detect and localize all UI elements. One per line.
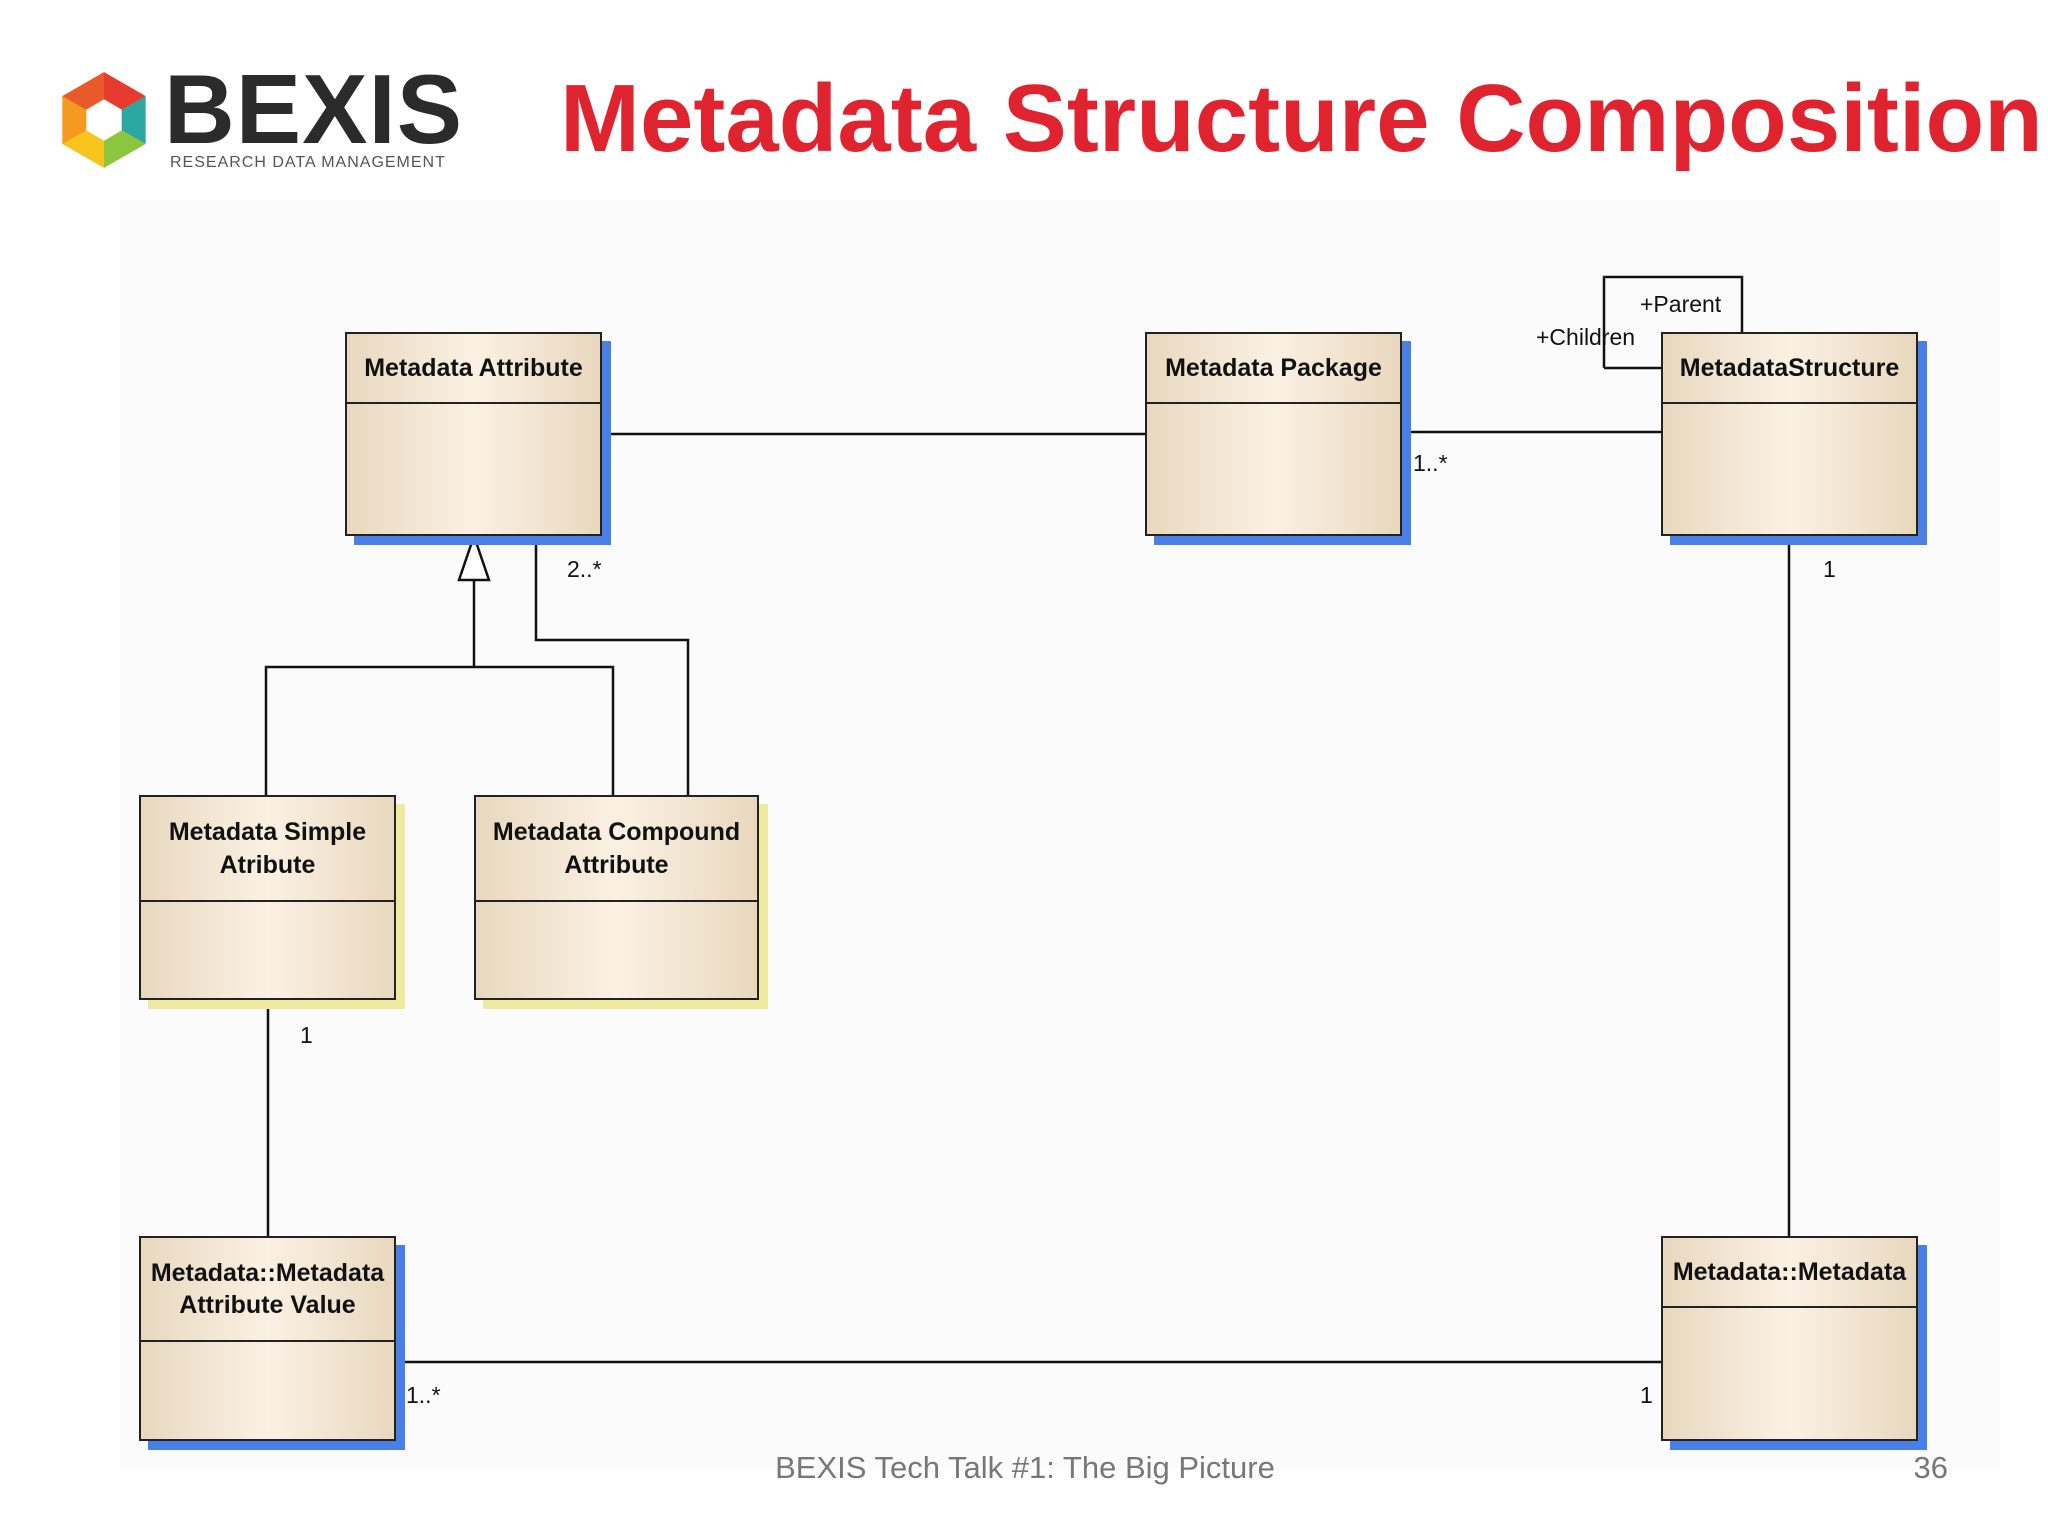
logo-wordmark: BEXIS bbox=[164, 54, 464, 164]
slide-title: Metadata Structure Composition bbox=[560, 65, 2043, 172]
class-name: Metadata::Metadata Attribute Value bbox=[141, 1238, 394, 1342]
class-metadata-package[interactable]: Metadata Package bbox=[1145, 332, 1402, 536]
multiplicity-package-structure: 1..* bbox=[1413, 450, 1448, 476]
class-metadata-attribute-value[interactable]: Metadata::Metadata Attribute Value bbox=[139, 1236, 396, 1441]
multiplicity-metadata-value: 1 bbox=[1640, 1382, 1653, 1408]
aggregation-compound-attribute bbox=[534, 536, 690, 795]
page-number: 36 bbox=[1913, 1450, 1948, 1485]
class-metadata-metadata[interactable]: Metadata::Metadata bbox=[1661, 1236, 1918, 1441]
multiplicity-structure-metadata: 1 bbox=[1823, 556, 1836, 582]
self-association-structure bbox=[1602, 275, 1744, 368]
class-name: Metadata::Metadata bbox=[1663, 1238, 1916, 1308]
class-name: Metadata Package bbox=[1147, 334, 1400, 404]
role-children: +Children bbox=[1536, 324, 1636, 350]
multiplicity-compound-attribute: 2..* bbox=[567, 556, 602, 582]
class-metadata-attribute[interactable]: Metadata Attribute bbox=[345, 332, 602, 536]
generalization-arrowhead bbox=[457, 532, 491, 582]
class-name: Metadata Attribute bbox=[347, 334, 600, 404]
role-parent: +Parent bbox=[1640, 291, 1722, 317]
bexis-logo: BEXIS RESEARCH DATA MANAGEMENT bbox=[52, 60, 462, 176]
logo-tagline: RESEARCH DATA MANAGEMENT bbox=[170, 154, 446, 171]
generalization-branch bbox=[264, 665, 615, 795]
class-metadata-simple-attribute[interactable]: Metadata Simple Atribute bbox=[139, 795, 396, 1000]
bexis-logo-icon bbox=[62, 72, 146, 168]
multiplicity-value-metadata: 1..* bbox=[406, 1382, 441, 1408]
class-name: MetadataStructure bbox=[1663, 334, 1916, 404]
slide-footer: BEXIS Tech Talk #1: The Big Picture bbox=[775, 1450, 1275, 1485]
class-metadata-structure[interactable]: MetadataStructure bbox=[1661, 332, 1918, 536]
class-metadata-compound-attribute[interactable]: Metadata Compound Attribute bbox=[474, 795, 759, 1000]
class-name: Metadata Compound Attribute bbox=[476, 797, 757, 902]
multiplicity-simple-value: 1 bbox=[300, 1022, 313, 1048]
class-name: Metadata Simple Atribute bbox=[141, 797, 394, 902]
